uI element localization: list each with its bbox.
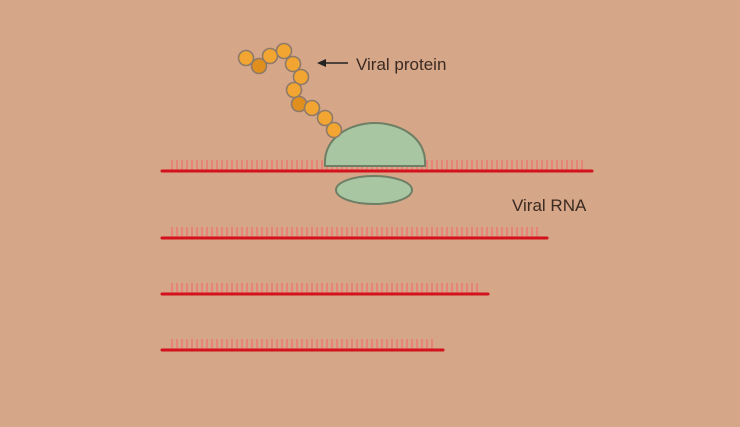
protein-bead [303, 99, 321, 117]
protein-bead [237, 49, 255, 67]
protein-bead [284, 55, 302, 73]
rna-strand-1 [160, 160, 594, 173]
ribosome-small-subunit [335, 175, 413, 205]
protein-bead [316, 109, 334, 127]
protein-bead [275, 42, 293, 60]
protein-bead [325, 121, 343, 139]
arrow-head [317, 59, 326, 67]
rna-bases [171, 339, 433, 350]
ribosome-large-subunit [323, 121, 427, 167]
protein-bead [292, 68, 310, 86]
rna-bases [171, 283, 478, 294]
protein-bead [285, 81, 303, 99]
rna-strand-4 [160, 339, 445, 352]
protein-bead [250, 57, 268, 75]
ribosome [323, 121, 427, 205]
protein-bead [261, 47, 279, 65]
viral-rna-label: Viral RNA [512, 196, 587, 215]
protein-label-arrow [317, 59, 348, 67]
viral-protein-label: Viral protein [356, 55, 447, 74]
rna-strand-3 [160, 283, 490, 296]
rna-bases [171, 160, 583, 171]
rna-strands [160, 160, 594, 352]
rna-strand-2 [160, 227, 549, 240]
viral-protein-chain [237, 42, 343, 139]
rna-bases [171, 227, 538, 238]
